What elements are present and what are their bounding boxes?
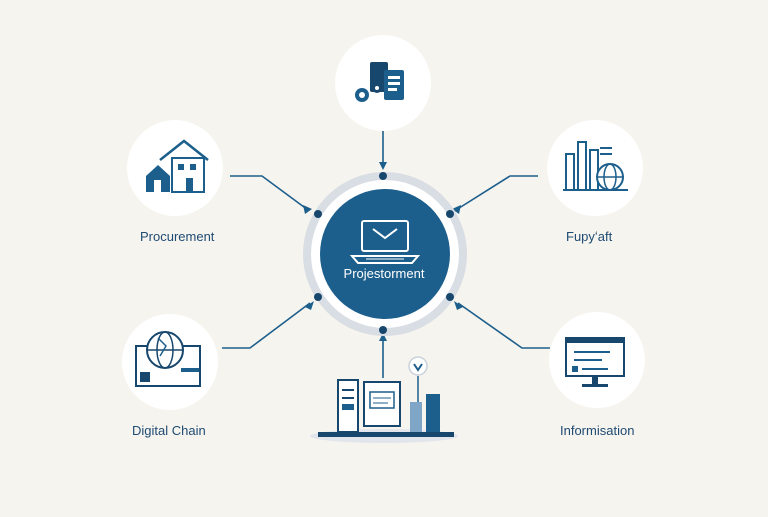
connectors bbox=[222, 130, 550, 378]
node-label-right-upper: Fupyʻaft bbox=[566, 229, 613, 244]
laptop-icon bbox=[349, 220, 421, 264]
connector-right-upper bbox=[455, 175, 538, 211]
connector-left-lower bbox=[222, 302, 311, 349]
workstation-icon bbox=[318, 356, 454, 437]
globe-card-icon bbox=[135, 331, 201, 387]
arrow-left-upper bbox=[303, 205, 312, 214]
connector-right-lower bbox=[457, 302, 550, 349]
center-hub bbox=[320, 189, 450, 319]
monitor-icon bbox=[565, 337, 625, 387]
ring-dot bbox=[446, 293, 454, 301]
ring-dot bbox=[446, 210, 454, 218]
connector-left-upper bbox=[230, 175, 309, 211]
ring-dot bbox=[314, 293, 322, 301]
bar-chart-globe-icon bbox=[563, 141, 628, 191]
node-label-right-lower: Informisation bbox=[560, 423, 635, 438]
arrow-top bbox=[379, 162, 387, 170]
arrow-right-upper bbox=[452, 205, 461, 214]
arrow-right-lower bbox=[454, 301, 463, 310]
node-label-left-upper: Procurement bbox=[140, 229, 215, 244]
arrow-bottom bbox=[379, 333, 387, 341]
ring-dot bbox=[314, 210, 322, 218]
node-right-upper bbox=[547, 120, 643, 216]
documents-gears-icon bbox=[355, 62, 404, 102]
ring-dots bbox=[314, 172, 454, 334]
arrowheads bbox=[303, 162, 463, 341]
ring-dot bbox=[379, 172, 387, 180]
center-label: Projestorment bbox=[343, 266, 425, 281]
node-label-left-lower: Digital Chain bbox=[132, 423, 206, 438]
arrow-left-lower bbox=[305, 301, 314, 310]
house-icon bbox=[146, 139, 209, 193]
node-left-upper bbox=[127, 120, 223, 216]
ring-dot bbox=[379, 326, 387, 334]
